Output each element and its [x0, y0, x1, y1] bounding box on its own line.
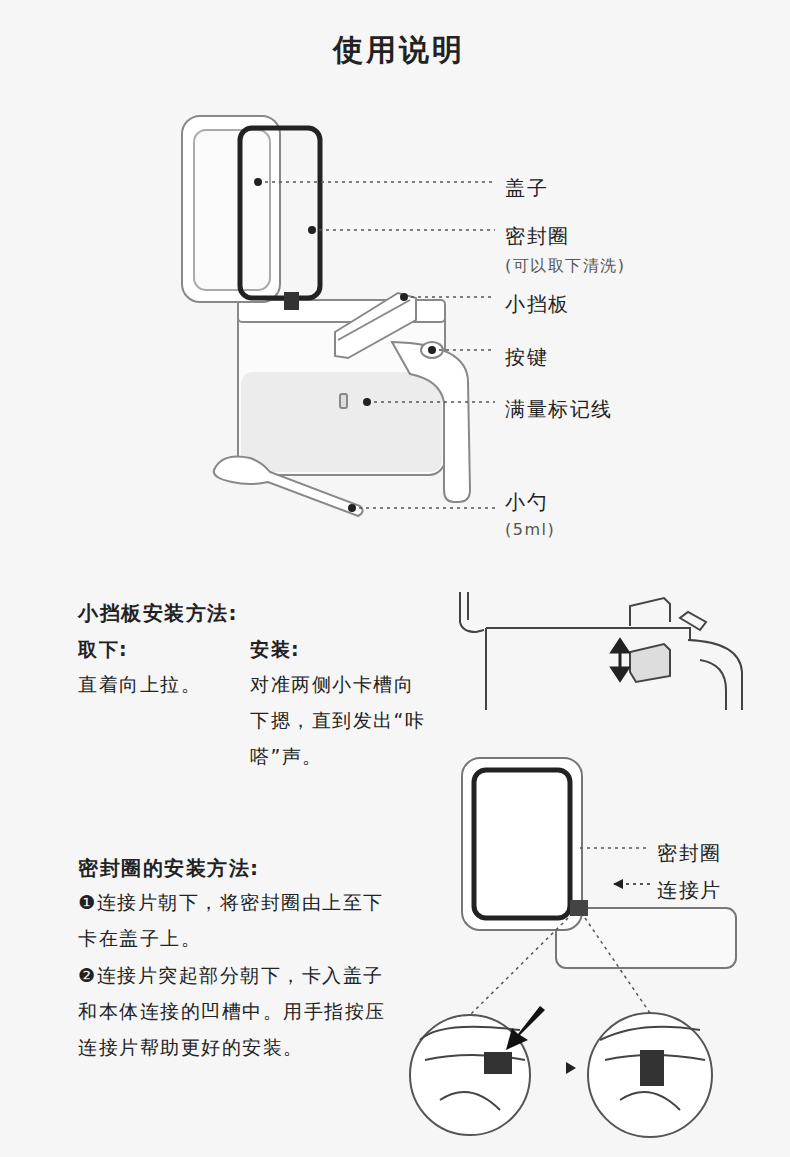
part-name: 按键 — [505, 339, 548, 375]
step-text: ❷连接片突起部分朝下，卡入盖子和本体连接的凹槽中。用手指按压连接片帮助更好的安装… — [78, 957, 388, 1065]
step-text: 对准两侧小卡槽向下摁，直到发出“咔嗒”声。 — [250, 666, 430, 774]
part-name: 小勺 — [505, 484, 548, 520]
step-heading: 取下: — [78, 631, 128, 667]
part-name: 密封圈 — [505, 218, 570, 254]
page-title: 使用说明 — [4, 30, 790, 71]
part-name: 密封圈 — [657, 835, 722, 871]
part-note: (可以取下清洗) — [505, 248, 625, 284]
section-heading: 小挡板安装方法: — [78, 595, 238, 631]
part-name: 盖子 — [505, 170, 548, 206]
part-name: 连接片 — [657, 872, 722, 908]
part-name: 小挡板 — [505, 286, 570, 322]
step-text: ❶连接片朝下，将密封圈由上至下卡在盖子上。 — [78, 884, 388, 956]
section-heading: 密封圈的安装方法: — [78, 850, 260, 886]
step-text: 直着向上拉。 — [78, 666, 201, 702]
part-note: (5ml) — [505, 512, 555, 548]
step-heading: 安装: — [250, 631, 300, 667]
part-name: 满量标记线 — [505, 391, 613, 427]
